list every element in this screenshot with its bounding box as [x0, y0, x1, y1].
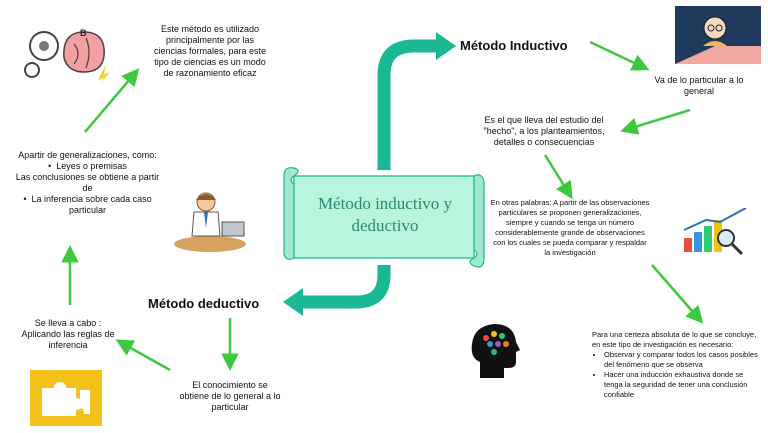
teal-arrowhead-left	[283, 288, 303, 316]
arrow-inductive-to-particular	[589, 40, 650, 71]
arrow-words-to-certainty	[651, 264, 704, 324]
generalization-item-text: La inferencia sobre cada caso particular	[31, 194, 152, 215]
certainty-item: Hacer una inducción exhaustiva donde se …	[604, 370, 762, 400]
teal-arrow-down	[300, 265, 391, 309]
deductive-carried-out: Se lleva a cabo : Aplicando las reglas d…	[21, 318, 115, 350]
generalization-item-text: Leyes o premisas	[56, 161, 127, 171]
generalization-item: • La inferencia sobre cada caso particul…	[23, 194, 152, 215]
certainty-list: Observar y comparar todos los casos posi…	[592, 350, 762, 400]
colorful-head-icon	[471, 324, 520, 378]
puzzle-icon	[30, 370, 102, 426]
thinking-person-icon	[675, 6, 761, 64]
arrow-to-inference	[115, 339, 171, 372]
certainty-intro: Para una certeza absoluta de lo que se c…	[592, 330, 757, 349]
generalizations-intro: Apartir de generalizaciones, como:	[18, 150, 157, 160]
inductive-certainty-block: Para una certeza absoluta de lo que se c…	[592, 330, 762, 400]
deductive-generalizations-block: Apartir de generalizaciones, como: • Ley…	[10, 150, 165, 216]
inductive-particular-to-general: Va de lo particular a lo general	[654, 75, 744, 96]
diagram-title: Método inductivo y deductivo	[317, 194, 453, 235]
teal-arrow-up	[377, 39, 438, 170]
inductive-other-words: En otras palabras: A partir de las obser…	[490, 198, 650, 257]
inductive-study-of-fact: Es el que lleva del estudio del "hecho",…	[483, 115, 605, 147]
arrow-generalizations-up	[84, 68, 140, 133]
generalization-item: • Leyes o premisas	[48, 161, 127, 171]
certainty-item: Observar y comparar todos los casos posi…	[604, 350, 762, 370]
arrow-particular-to-study	[620, 108, 691, 135]
deductive-heading: Método deductivo	[148, 296, 260, 311]
generalization-item: Las conclusiones se obtiene a partir de	[15, 172, 160, 193]
chart-magnifier-icon	[683, 208, 747, 256]
person-at-desk-icon	[174, 192, 246, 252]
title-scroll	[283, 167, 485, 268]
deductive-formal-sciences: Este método es utilizado principalmente …	[153, 24, 267, 78]
inductive-heading: Método Inductivo	[460, 38, 568, 53]
brain-gears-icon: B	[24, 28, 110, 84]
teal-arrowhead-right	[436, 32, 456, 60]
deductive-general-to-particular: El conocimiento se obtiene de lo general…	[179, 380, 281, 412]
arrow-study-to-words	[543, 154, 573, 200]
brain-letter: B	[80, 28, 87, 38]
